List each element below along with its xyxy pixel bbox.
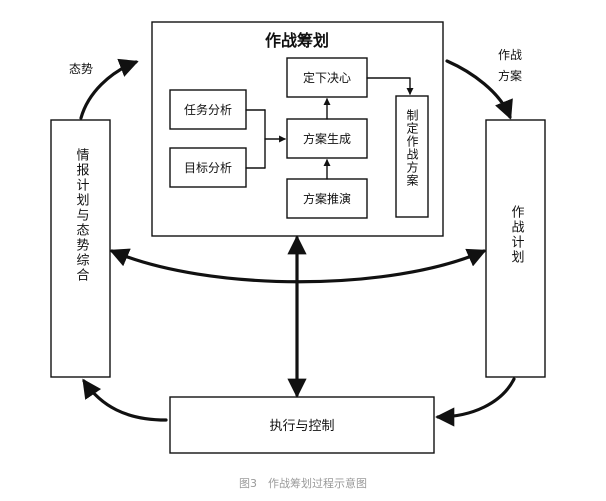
plan-generation-box xyxy=(286,118,368,159)
decision-to-make-plan-arrow xyxy=(366,77,414,96)
top-to-right-arrow xyxy=(445,59,513,120)
make-plan-box xyxy=(395,95,429,218)
task-analysis-box xyxy=(169,89,247,130)
left-to-top-arrow xyxy=(79,58,139,120)
bottom-box-label: 执行与控制 xyxy=(269,419,334,434)
decision-label: 定下决心 xyxy=(303,70,351,85)
decision-box xyxy=(286,57,368,98)
target-analysis-box xyxy=(169,147,247,188)
plan-rehearsal-label: 方案推演 xyxy=(303,191,351,206)
combat-plan-edge-label-line-2: 方案 xyxy=(498,68,522,83)
plan-generation-label: 方案生成 xyxy=(303,131,351,146)
bottom-to-left-arrow xyxy=(82,378,168,422)
target-analysis-label: 目标分析 xyxy=(184,161,232,175)
right-to-bottom-arrow xyxy=(435,377,516,427)
left-box xyxy=(50,119,111,378)
top-box-title: 作战筹划 xyxy=(265,31,329,50)
left-box-label: 情报计划与态势综合 xyxy=(74,148,90,283)
figure-caption: 图3 作战筹划过程示意图 xyxy=(239,476,367,490)
bottom-box xyxy=(169,396,435,454)
make-plan-label: 制定作战方案 xyxy=(405,109,419,187)
combat-plan-edge-label-line-1: 作战 xyxy=(498,48,522,62)
plan-rehearsal-box xyxy=(286,178,368,219)
right-box-label: 作战计划 xyxy=(509,205,525,265)
task-analysis-label: 任务分析 xyxy=(184,102,232,117)
situation-edge-label: 态势 xyxy=(69,62,93,76)
right-box xyxy=(485,119,546,378)
